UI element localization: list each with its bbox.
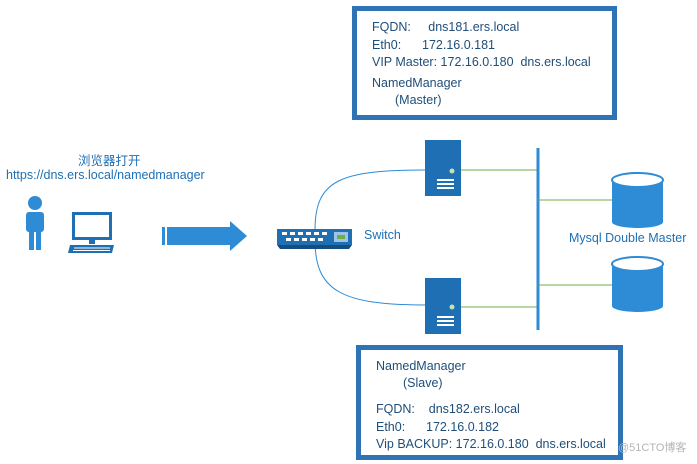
database-icon-2 (611, 256, 664, 312)
slave-eth0: Eth0: 172.16.0.182 (376, 420, 500, 434)
user-icon (26, 196, 44, 250)
slave-role: (Slave) (403, 376, 443, 390)
server-icon-master (425, 140, 461, 196)
watermark: @51CTO博客 (618, 442, 687, 454)
link-switch-slave (314, 239, 426, 306)
url-label: https://dns.ers.local/namedmanager (6, 168, 205, 182)
switch-icon (277, 229, 352, 249)
slave-name: NamedManager (376, 359, 466, 373)
link-switch-master (314, 169, 426, 231)
master-eth0: Eth0: 172.16.0.181 (372, 38, 496, 52)
mysql-label: Mysql Double Master (569, 231, 687, 245)
slave-vip: Vip BACKUP: 172.16.0.180 dns.ers.local (376, 437, 606, 451)
switch-label: Switch (364, 228, 401, 242)
slave-info-box: NamedManager (Slave) FQDN: dns182.ers.lo… (356, 345, 623, 460)
master-vip: VIP Master: 172.16.0.180 dns.ers.local (372, 55, 591, 69)
database-icon-1 (611, 172, 664, 228)
master-info-box: FQDN: dns181.ers.local Eth0: 172.16.0.18… (352, 6, 617, 120)
slave-fqdn: FQDN: dns182.ers.local (376, 402, 520, 416)
master-name: NamedManager (372, 76, 462, 90)
arrow-icon (162, 221, 247, 251)
browser-label: 浏览器打开 (78, 154, 141, 168)
master-role: (Master) (395, 93, 442, 107)
computer-icon (68, 212, 114, 253)
master-fqdn: FQDN: dns181.ers.local (372, 20, 520, 34)
server-icon-slave (425, 278, 461, 334)
